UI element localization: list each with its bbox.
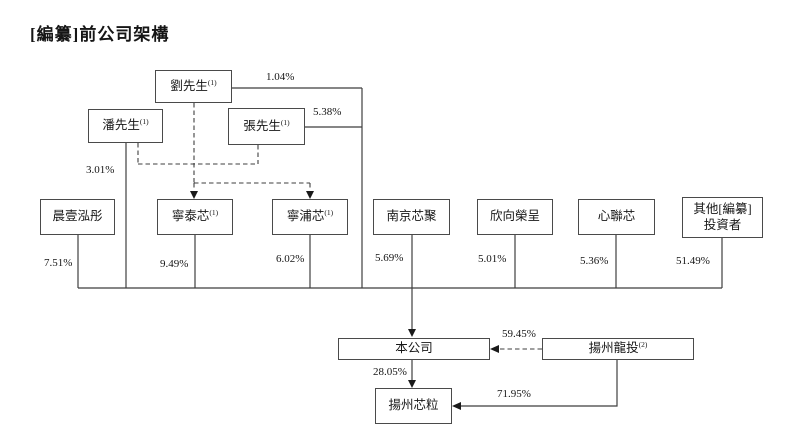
- ownership-label-longtou-xinli: 71.95%: [497, 388, 531, 400]
- ownership-label-liu: 1.04%: [266, 71, 295, 83]
- node-xinlianxin: 心聯芯: [578, 199, 655, 235]
- node-ningtaixin: 寧泰芯(1): [157, 199, 233, 235]
- page-title: [編纂]前公司架構: [30, 25, 170, 44]
- ownership-label-zhang: 5.38%: [313, 106, 342, 118]
- node-mr-pan: 潘先生(1): [88, 109, 163, 143]
- ownership-label-xinxiang: 5.01%: [478, 253, 507, 265]
- node-mr-zhang: 張先生(1): [228, 108, 305, 145]
- node-other-investors: 其他[編纂] 投資者: [682, 197, 763, 238]
- node-company: 本公司: [338, 338, 490, 360]
- node-yangzhou-longtou: 揚州龍投(2): [542, 338, 694, 360]
- ownership-label-xinlian: 5.36%: [580, 255, 609, 267]
- ownership-label-ningtai: 9.49%: [160, 258, 189, 270]
- node-yangzhou-xinli: 揚州芯粒: [375, 388, 452, 424]
- node-nanjing-xinju: 南京芯聚: [373, 199, 450, 235]
- ownership-label-pan: 3.01%: [86, 164, 115, 176]
- ownership-label-other: 51.49%: [676, 255, 710, 267]
- node-chenyi-hongtong: 晨壹泓彤: [40, 199, 115, 235]
- node-xinxiang-rongcheng: 欣向榮呈: [477, 199, 553, 235]
- ownership-label-nanjing: 5.69%: [375, 252, 404, 264]
- node-ningpuxin: 寧浦芯(1): [272, 199, 348, 235]
- ownership-label-company-xinli: 28.05%: [373, 366, 407, 378]
- ownership-label-chenyi: 7.51%: [44, 257, 73, 269]
- ownership-label-ningpu: 6.02%: [276, 253, 305, 265]
- node-mr-liu: 劉先生(1): [155, 70, 232, 103]
- ownership-label-longtou-company: 59.45%: [502, 328, 536, 340]
